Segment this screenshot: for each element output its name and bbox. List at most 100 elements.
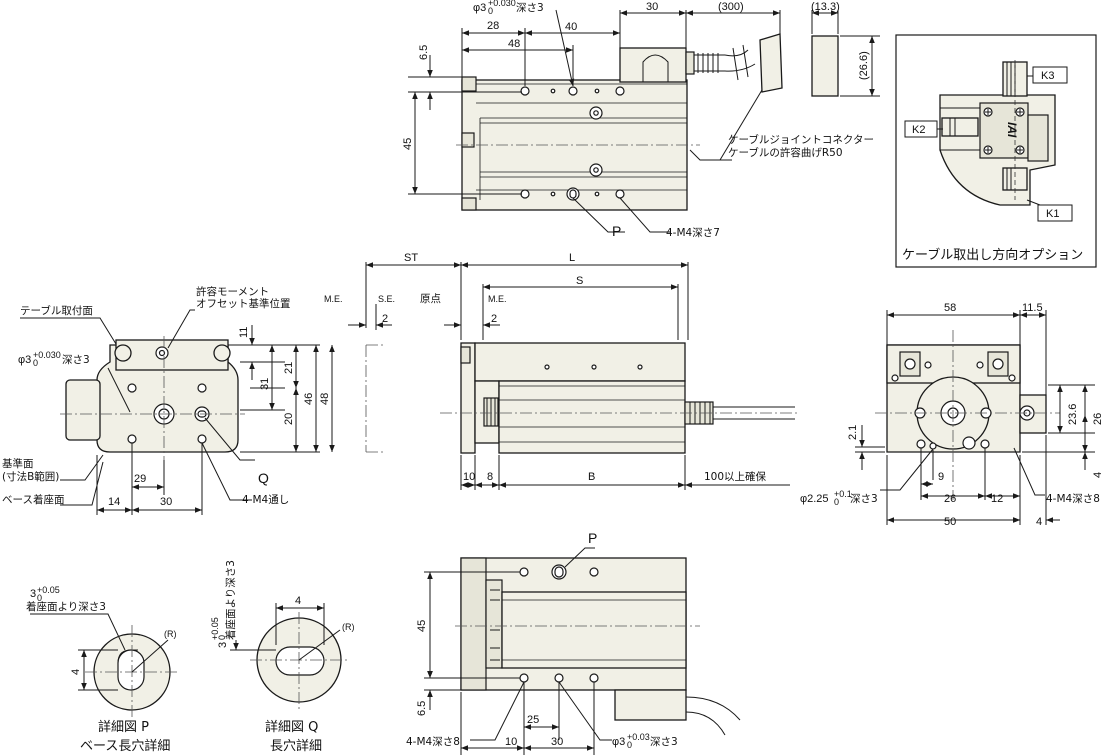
top-label-p: P (612, 223, 621, 239)
end-dim-50: 50 (944, 516, 956, 528)
top-hole-note: φ3 (473, 2, 486, 14)
label-k2: K2 (912, 124, 925, 136)
option-box-labels: K3 K2 K1 IAI ケーブル取出し方向オプション (902, 70, 1083, 263)
detail-q-labels: 4 3 +0.05 0 着座面より深さ3 (R) 詳細図 Q 長穴詳細 (210, 560, 355, 754)
top-hole-depth: 深さ3 (516, 2, 544, 14)
base-face: ベース着座面 (2, 493, 64, 506)
end-dim-11-5: 11.5 (1022, 302, 1043, 314)
detail-q-tol: +0.05 (210, 617, 220, 640)
front-dim-48: 48 (319, 393, 331, 405)
detail-q-r: (R) (342, 622, 355, 632)
table-mount-face: テーブル取付面 (20, 304, 93, 317)
bottom-dim-6-5: 6.5 (416, 701, 428, 716)
front-dim-29: 29 (134, 473, 146, 485)
bottom-hole-tol: +0.03 (627, 732, 650, 742)
label-k1: K1 (1046, 208, 1059, 220)
bottom-hole-note: φ3 (612, 736, 625, 748)
top-dim-30: 30 (646, 1, 658, 13)
iai-logo: IAI (1005, 122, 1019, 138)
end-m4-note: 4-M4深さ8 (1046, 493, 1100, 505)
bottom-view-labels: P 45 6.5 25 10 30 4-M4深さ8 φ3 +0.03 0 深さ3 (406, 530, 678, 750)
top-view (408, 9, 880, 233)
detail-p-labels: 3 +0.05 0 着座面より深さ3 (R) 4 詳細図 P ベース長穴詳細 (26, 585, 177, 754)
dim-b: B (588, 471, 595, 483)
end-view-labels: 58 11.5 2.1 23.6 26 4 9 26 12 50 4 φ2.25… (800, 302, 1104, 528)
end-dim-58: 58 (944, 302, 956, 314)
cable-option-box (895, 34, 1097, 268)
bottom-dim-45: 45 (416, 620, 428, 632)
clearance-note: 100以上確保 (704, 470, 767, 483)
connector-note-2: ケーブルの許容曲げR50 (728, 146, 843, 159)
label-se: S.E. (378, 294, 395, 304)
front-hole-note: φ3 (18, 354, 31, 366)
connector-note-1: ケーブルジョイントコネクター (728, 133, 874, 146)
end-view (855, 310, 1095, 525)
front-dim-21: 21 (283, 362, 295, 374)
dim-st: ST (404, 252, 418, 264)
front-m4-note: 4-M4通し (242, 494, 289, 506)
detail-p-tol: +0.05 (37, 585, 60, 595)
top-hole-tol: +0.030 (488, 0, 516, 8)
side-view (348, 262, 800, 490)
top-m4-note: 4-M4深さ7 (666, 227, 720, 239)
ref-face-1: 基準面 (2, 457, 34, 470)
bottom-m4-note: 4-M4深さ8 (406, 736, 460, 748)
detail-q-tol0: 0 (217, 635, 227, 640)
end-dim-9: 9 (938, 471, 944, 483)
end-dim-4-b: 4 (1036, 516, 1042, 528)
label-me: M.E. (324, 294, 343, 304)
dim-l: L (569, 252, 575, 264)
front-hole-tol: +0.030 (33, 350, 61, 360)
top-dim-45: 45 (402, 138, 414, 150)
top-dim-13-3: (13.3) (811, 1, 840, 13)
side-view-labels: ST L S M.E. S.E. 原点 M.E. 2 2 10 8 B 100以… (324, 252, 767, 483)
front-view-labels: テーブル取付面 許容モーメント オフセット基準位置 φ3 +0.030 0 深さ… (2, 285, 331, 508)
detail-p-caption-1: 詳細図 P (98, 719, 149, 735)
top-hole-tol0: 0 (488, 6, 493, 16)
detail-p-dim-4: 4 (70, 669, 82, 675)
dim-s: S (576, 275, 583, 287)
detail-q-note: 着座面より深さ3 (224, 560, 237, 640)
bottom-hole-tol0: 0 (627, 740, 632, 750)
detail-q-dim-4: 4 (295, 595, 301, 607)
bottom-label-p: P (588, 530, 597, 546)
bottom-dim-25: 25 (527, 714, 539, 726)
label-k3: K3 (1041, 70, 1054, 82)
top-view-labels: 28 48 40 30 (300) (13.3) (26.6) 6.5 45 φ… (402, 0, 874, 239)
front-hole-depth: 深さ3 (62, 354, 90, 366)
label-origin: 原点 (420, 293, 441, 305)
end-dim-26: 26 (1092, 413, 1104, 425)
ref-face-2: (寸法B範囲) (2, 470, 59, 483)
detail-p (30, 613, 180, 718)
front-dim-30: 30 (160, 496, 172, 508)
moment-note-2: オフセット基準位置 (196, 297, 291, 310)
front-label-q: Q (258, 470, 269, 486)
side-dim-10: 10 (463, 471, 475, 483)
top-dim-28: 28 (487, 20, 499, 32)
detail-p-caption-2: ベース長穴詳細 (80, 738, 170, 754)
end-dim-23-6: 23.6 (1067, 404, 1079, 425)
bottom-dim-10: 10 (505, 736, 517, 748)
end-hole-note: φ2.25 (800, 493, 829, 505)
end-dim-2-1: 2.1 (847, 425, 859, 440)
detail-q-caption-2: 長穴詳細 (270, 738, 322, 754)
top-dim-26-6: (26.6) (858, 51, 870, 80)
front-dim-31: 31 (259, 378, 271, 390)
front-dim-14: 14 (108, 496, 120, 508)
end-hole-depth: 深さ3 (850, 493, 878, 505)
bottom-view (424, 547, 741, 755)
detail-q-dim-3: 3 (217, 642, 229, 648)
end-hole-tol: +0.1 (834, 489, 852, 499)
label-me-2: M.E. (488, 294, 507, 304)
front-dim-11: 11 (238, 327, 250, 338)
detail-p-tol0: 0 (37, 593, 42, 603)
top-dim-300: (300) (718, 1, 744, 13)
front-view (20, 309, 335, 515)
dim-2-a: 2 (382, 313, 388, 325)
detail-p-dim-3: 3 (30, 588, 36, 600)
side-dim-8: 8 (487, 471, 493, 483)
end-hole-tol0: 0 (834, 497, 839, 507)
top-dim-40: 40 (565, 21, 577, 33)
moment-note-1: 許容モーメント (196, 285, 269, 298)
